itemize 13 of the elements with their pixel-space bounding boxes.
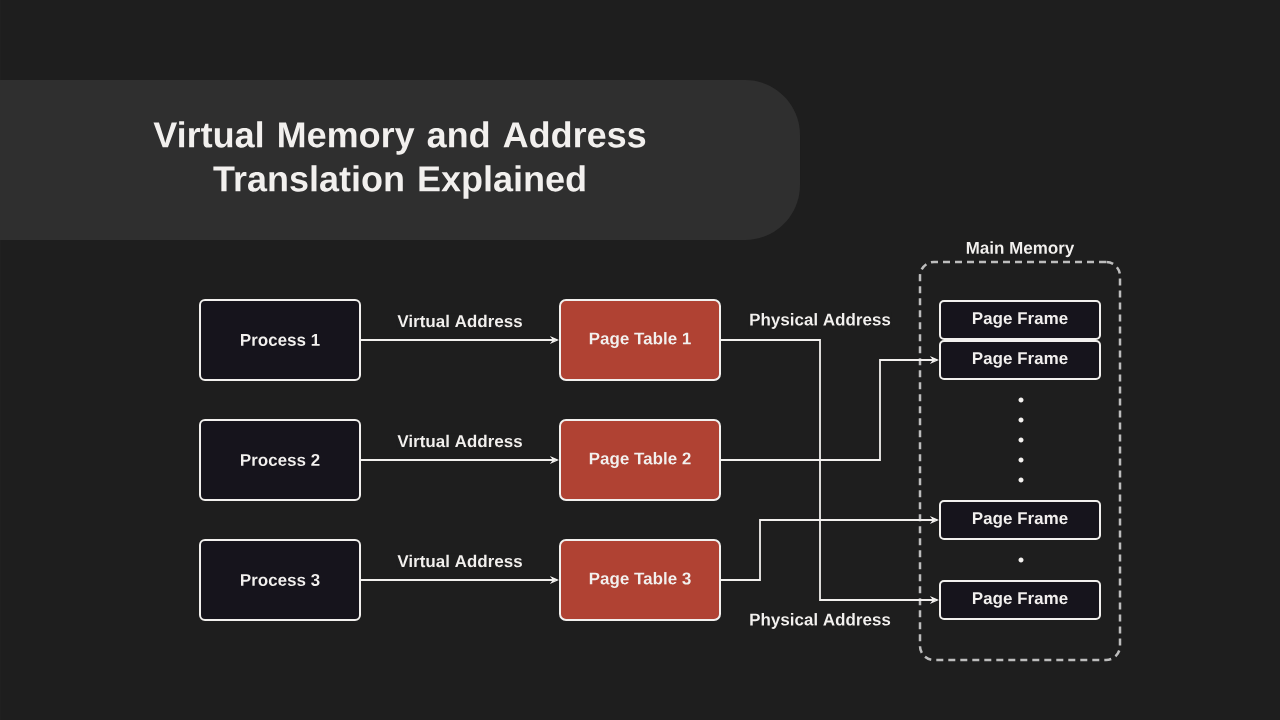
page-frame-box: Page Frame — [939, 340, 1101, 380]
process-box: Process 2 — [199, 419, 361, 501]
page-frame-box: Page Frame — [939, 300, 1101, 340]
process-box: Process 1 — [199, 299, 361, 381]
page-table-box: Page Table 3 — [559, 539, 721, 621]
page-table-box: Page Table 1 — [559, 299, 721, 381]
page-frame-box: Page Frame — [939, 500, 1101, 540]
process-box: Process 3 — [199, 539, 361, 621]
address-label: Physical Address — [750, 613, 891, 629]
title: Virtual Memory and Address Translation Explained — [153, 121, 646, 199]
edge-label: Physical Address — [748, 312, 892, 330]
page-table-box: Page Table 2 — [559, 419, 721, 501]
page-frame-box: Page Frame — [939, 580, 1101, 620]
